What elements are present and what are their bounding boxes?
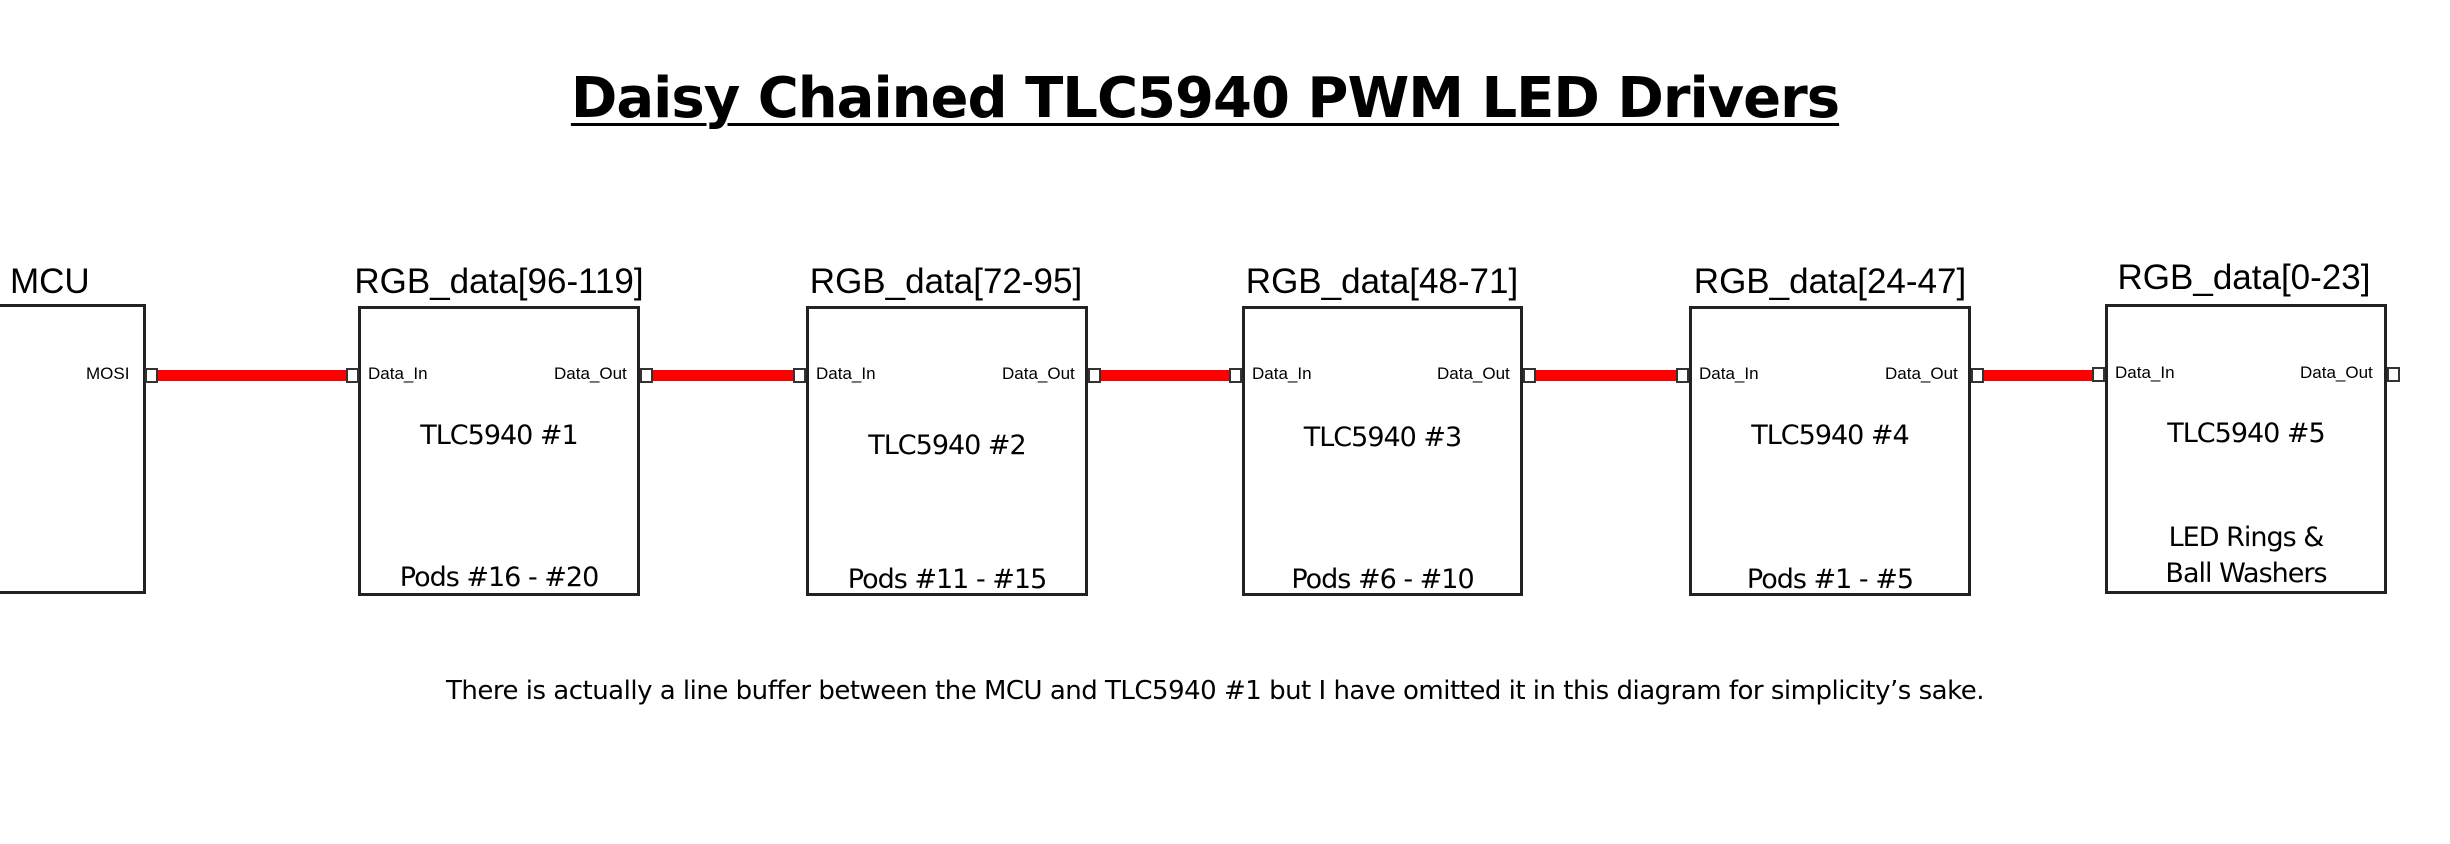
chip-label: TLC5940 #3: [1303, 422, 1462, 453]
data-in-port: [2092, 367, 2105, 382]
driver-box: [358, 306, 640, 596]
data-out-port: [1523, 368, 1536, 383]
data-in-port: [1229, 368, 1242, 383]
data-out-label: Data_Out: [1437, 364, 1510, 383]
data-out-port: [1088, 368, 1101, 383]
wire-tlc1-to-tlc2: [651, 370, 793, 381]
data-in-port: [1676, 368, 1689, 383]
wire-tlc3-to-tlc4: [1535, 370, 1676, 381]
data-in-label: Data_In: [368, 364, 428, 383]
diagram-title: Daisy Chained TLC5940 PWM LED Drivers: [570, 66, 1840, 131]
driver-header: RGB_data[96-119]: [354, 262, 644, 301]
driver-header: RGB_data[24-47]: [1693, 262, 1967, 301]
pods-label: Pods #1 - #5: [1746, 564, 1914, 595]
diagram-caption: There is actually a line buffer between …: [446, 676, 1984, 706]
data-in-label: Data_In: [1252, 364, 1312, 383]
data-out-port: [640, 368, 653, 383]
data-in-label: Data_In: [2115, 363, 2175, 382]
chip-label: TLC5940 #5: [2167, 418, 2325, 449]
driver-box: [806, 306, 1088, 596]
mosi-port: [145, 368, 158, 383]
chip-label: TLC5940 #2: [868, 430, 1026, 461]
driver-header: RGB_data[72-95]: [809, 262, 1083, 301]
pods-label: Pods #16 - #20: [399, 562, 600, 593]
driver-header: RGB_data[0-23]: [2117, 258, 2371, 297]
data-in-label: Data_In: [816, 364, 876, 383]
pods-label: Pods #6 - #10: [1291, 564, 1474, 595]
wire-mcu-to-tlc1: [158, 370, 346, 381]
pods-label: Pods #11 - #15: [847, 564, 1048, 595]
mcu-block: [0, 304, 146, 594]
data-in-port: [346, 368, 359, 383]
chip-label: TLC5940 #1: [420, 420, 578, 451]
wire-tlc4-to-tlc5: [1983, 370, 2092, 381]
driver-header: RGB_data[48-71]: [1245, 262, 1519, 301]
data-out-label: Data_Out: [1002, 364, 1075, 383]
data-out-port: [2387, 367, 2400, 382]
driver-box: [2105, 304, 2387, 594]
wire-tlc2-to-tlc3: [1100, 370, 1229, 381]
data-out-port: [1971, 368, 1984, 383]
mosi-pin-label: MOSI: [86, 364, 130, 383]
data-out-label: Data_Out: [2300, 363, 2373, 382]
driver-box: [1242, 306, 1523, 596]
data-out-label: Data_Out: [554, 364, 627, 383]
data-in-label: Data_In: [1699, 364, 1759, 383]
mcu-label: MCU: [10, 262, 90, 301]
pods-label-line1: LED Rings &: [2168, 522, 2325, 553]
data-out-label: Data_Out: [1885, 364, 1958, 383]
chip-label: TLC5940 #4: [1751, 420, 1909, 451]
pods-label-line2: Ball Washers: [2165, 558, 2327, 589]
data-in-port: [793, 368, 806, 383]
driver-box: [1689, 306, 1971, 596]
